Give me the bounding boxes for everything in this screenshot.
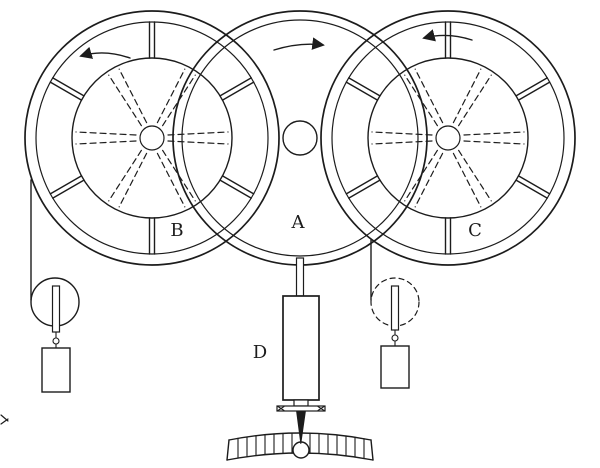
cylinder-label-d: D — [253, 342, 267, 363]
wheel-b — [25, 11, 279, 265]
hook-left — [52, 331, 60, 349]
wheel-label-a: A — [291, 212, 306, 233]
right-weight-assembly — [370, 239, 420, 389]
rotation-arrow-center-icon — [273, 37, 325, 51]
scale-center-circle — [292, 441, 310, 459]
weight-left — [41, 347, 71, 393]
weight-right — [380, 345, 410, 389]
left-weight-assembly — [30, 179, 80, 393]
rotation-arrow-right-icon — [422, 29, 473, 42]
pointer-needle — [296, 410, 306, 445]
wheel-label-c: C — [468, 220, 482, 241]
wheel-c — [321, 11, 575, 265]
wheel-label-b: B — [170, 220, 183, 241]
cylinder-d — [282, 295, 320, 401]
pulley-rod-left — [51, 285, 61, 333]
central-assembly — [226, 257, 374, 461]
flange — [276, 399, 326, 412]
rotation-arrow-left-icon — [79, 46, 131, 59]
pulley-rod-right — [390, 285, 400, 331]
hook-right — [391, 329, 399, 347]
spindle-rod — [295, 257, 305, 297]
print-artifact — [0, 414, 9, 425]
